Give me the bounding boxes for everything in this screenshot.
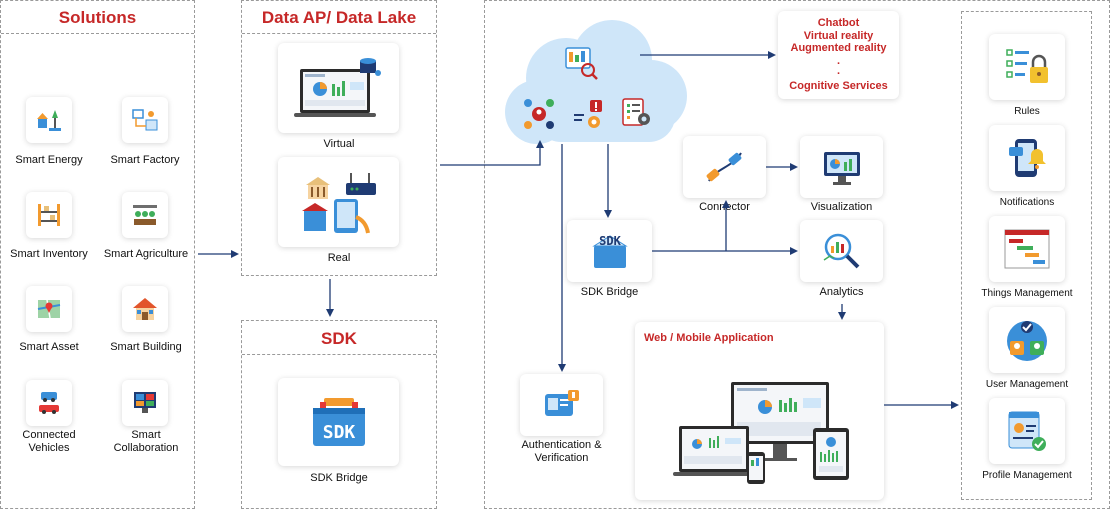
cloud-sdk-bridge-card[interactable]: SDK [567,220,652,282]
virtual-card[interactable] [278,43,399,133]
web-mobile-app-card[interactable]: Web / Mobile Application [635,322,884,500]
team-network-icon [522,97,556,131]
profile-management-icon [1005,408,1049,454]
smart-building-label: Smart Building [110,341,182,353]
profile-management-card[interactable] [989,398,1065,464]
laptop-dashboard-icon [290,57,390,127]
visualization-monitor-icon [821,148,863,188]
smart-factory-label: Smart Factory [110,154,180,166]
sdk-bridge-card[interactable]: SDK [278,378,399,466]
cognitive-services-card[interactable]: Chatbot Virtual reality Augmented realit… [778,11,899,99]
notifications-card[interactable] [989,125,1065,191]
rules-card[interactable] [989,34,1065,100]
authentication-label-line2: Verification [534,452,589,464]
things-management-icon [1003,228,1051,270]
smart-factory-icon [131,106,159,134]
data-lake-divider [242,33,436,34]
authentication-card[interactable] [520,374,603,436]
service-cognitive-services: Cognitive Services [789,80,888,92]
data-lake-panel: Data AP/ Data Lake [241,0,437,276]
connected-vehicles-icon [35,389,63,417]
connected-vehicles-label: Connected Vehicles [4,429,94,455]
analytics-magnifier-icon [820,230,864,272]
connected-vehicles-label-line1: Connected [22,429,76,441]
smart-energy-icon [35,106,63,134]
smart-building-icon [131,295,159,323]
solutions-divider [1,33,194,34]
notifications-label: Notifications [999,197,1055,208]
cloud-sdk-bridge-label: SDK Bridge [580,286,639,298]
smart-agriculture-label: Smart Agriculture [103,248,189,260]
smart-building-card[interactable] [122,286,168,332]
analytics-card[interactable] [800,220,883,282]
multi-device-dashboard-icon [673,378,853,488]
notifications-icon [1007,135,1047,181]
profile-management-label: Profile Management [982,470,1072,481]
smart-collaboration-icon [131,389,159,417]
service-ellipsis-2: . [836,65,841,77]
smart-energy-label: Smart Energy [15,154,83,166]
connected-vehicles-card[interactable] [26,380,72,426]
smart-factory-card[interactable] [122,97,168,143]
smart-agriculture-icon [131,201,159,229]
smart-inventory-card[interactable] [26,192,72,238]
smart-asset-icon [35,295,63,323]
sdk-bridge-label: SDK Bridge [310,472,368,484]
analytics-label: Analytics [819,286,864,298]
virtual-label: Virtual [323,138,355,150]
smart-collaboration-label-line2: Collaboration [113,442,179,454]
smart-collaboration-card[interactable] [122,380,168,426]
smart-collaboration-label: Smart Collaboration [100,429,192,455]
smart-asset-label: Smart Asset [19,341,79,353]
smart-energy-card[interactable] [26,97,72,143]
user-management-card[interactable] [989,307,1065,373]
report-search-icon [564,46,600,82]
real-label: Real [327,252,351,264]
user-management-label: User Management [985,379,1069,390]
smart-asset-card[interactable] [26,286,72,332]
things-management-card[interactable] [989,216,1065,282]
authentication-id-icon [542,386,582,424]
sdk-box-icon [310,396,368,448]
web-mobile-app-title: Web / Mobile Application [644,332,774,344]
things-management-label: Things Management [981,288,1073,299]
data-lake-title: Data AP/ Data Lake [261,8,417,27]
authentication-label-line1: Authentication & [521,439,602,451]
rules-label: Rules [1014,106,1040,117]
checklist-settings-icon [620,96,654,130]
smart-agriculture-card[interactable] [122,192,168,238]
solutions-title: Solutions [58,8,137,27]
sdk-divider [242,354,436,355]
smart-inventory-icon [35,201,63,229]
smart-inventory-label: Smart Inventory [10,248,88,260]
connector-label: Connector [699,201,750,213]
authentication-label: Authentication & Verification [510,439,613,465]
service-chatbot: Chatbot [817,17,860,29]
service-virtual-reality: Virtual reality [803,30,874,42]
alert-settings-icon [570,98,606,132]
management-panel [961,11,1092,500]
smart-collaboration-label-line1: Smart [131,429,161,441]
sdk-logo-text: SDK [322,422,356,443]
visualization-card[interactable] [800,136,883,198]
real-card[interactable] [278,157,399,247]
cloud-sdk-logo-text: SDK [599,234,621,248]
visualization-label: Visualization [810,201,873,213]
real-devices-icon [298,167,382,241]
connected-vehicles-label-line2: Vehicles [28,442,70,454]
cloud-sdk-box-icon [591,230,629,272]
sdk-title: SDK [321,329,357,348]
user-management-icon [1005,317,1049,363]
connector-card[interactable] [683,136,766,198]
connector-plug-icon [703,147,747,187]
service-augmented-reality: Augmented reality [790,42,887,54]
rules-lock-icon [1005,46,1049,88]
service-ellipsis-1: . [836,55,841,67]
